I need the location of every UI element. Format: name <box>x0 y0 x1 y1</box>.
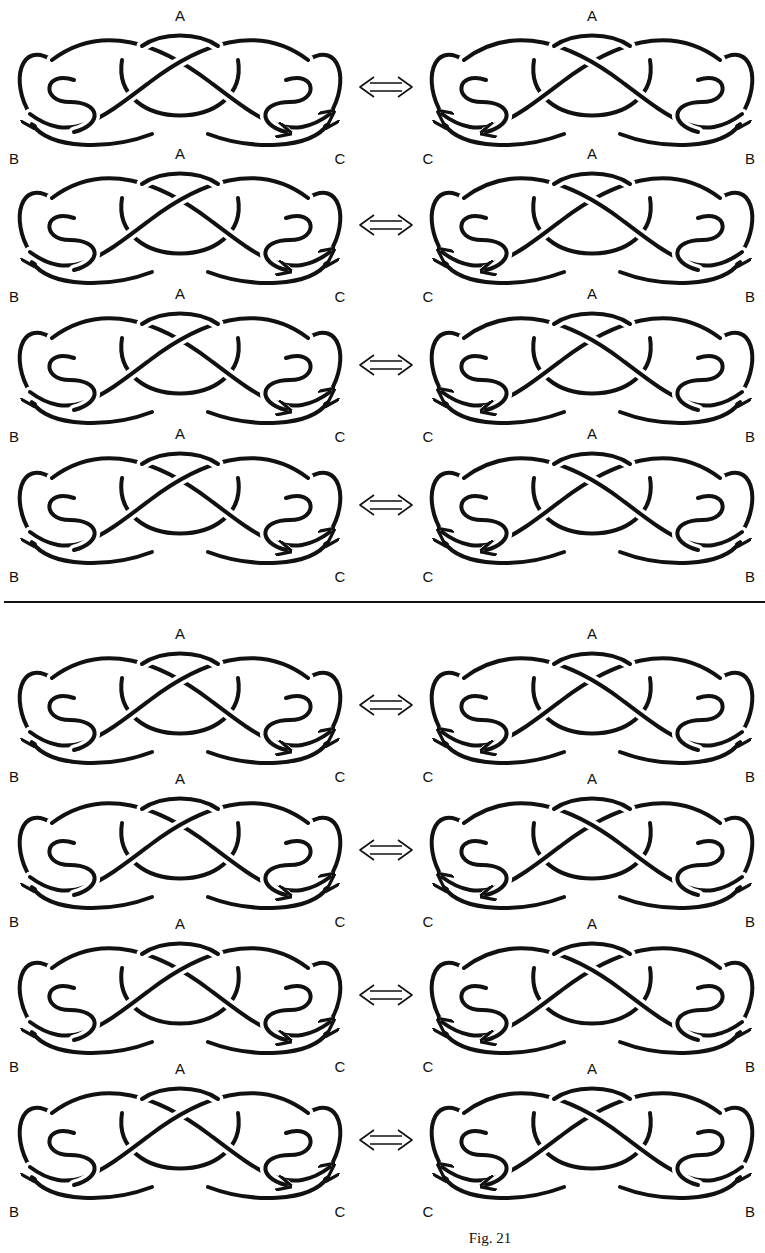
point-label: C <box>333 428 348 445</box>
point-label: C <box>421 288 436 305</box>
point-label: A <box>585 145 599 162</box>
point-label: B <box>7 768 21 785</box>
point-label: B <box>743 428 757 445</box>
point-label: B <box>743 288 757 305</box>
point-label: B <box>743 1203 757 1220</box>
point-label: B <box>743 150 757 167</box>
point-label: C <box>421 1203 436 1220</box>
point-label: C <box>421 1058 436 1075</box>
point-label: A <box>585 770 599 787</box>
point-label: B <box>7 913 21 930</box>
point-label: C <box>421 568 436 585</box>
point-label: A <box>585 1060 599 1077</box>
point-label: B <box>7 568 21 585</box>
point-label: B <box>743 1058 757 1075</box>
point-label: A <box>173 1060 187 1077</box>
point-label: C <box>333 913 348 930</box>
point-label: A <box>173 425 187 442</box>
point-label: B <box>7 1203 21 1220</box>
point-label: C <box>333 568 348 585</box>
point-label: A <box>585 7 599 24</box>
point-label: B <box>7 150 21 167</box>
point-label: B <box>7 428 21 445</box>
point-label: C <box>421 428 436 445</box>
point-label: A <box>173 915 187 932</box>
point-label: A <box>585 425 599 442</box>
point-label: C <box>333 1058 348 1075</box>
point-label: B <box>743 913 757 930</box>
point-label: B <box>7 288 21 305</box>
point-label: A <box>585 625 599 642</box>
point-label: A <box>585 285 599 302</box>
point-label: A <box>173 7 187 24</box>
point-label: C <box>333 150 348 167</box>
point-label: A <box>173 145 187 162</box>
point-label: C <box>421 150 436 167</box>
point-label: B <box>7 1058 21 1075</box>
point-label: B <box>743 568 757 585</box>
point-label: C <box>333 1203 348 1220</box>
point-label: B <box>743 768 757 785</box>
point-label: C <box>333 288 348 305</box>
point-label: C <box>421 768 436 785</box>
point-label: C <box>333 768 348 785</box>
point-label: A <box>173 285 187 302</box>
figure-caption: Fig. 21 <box>467 1230 514 1247</box>
point-label: A <box>173 625 187 642</box>
point-label: C <box>421 913 436 930</box>
point-label: A <box>585 915 599 932</box>
point-label: A <box>173 770 187 787</box>
